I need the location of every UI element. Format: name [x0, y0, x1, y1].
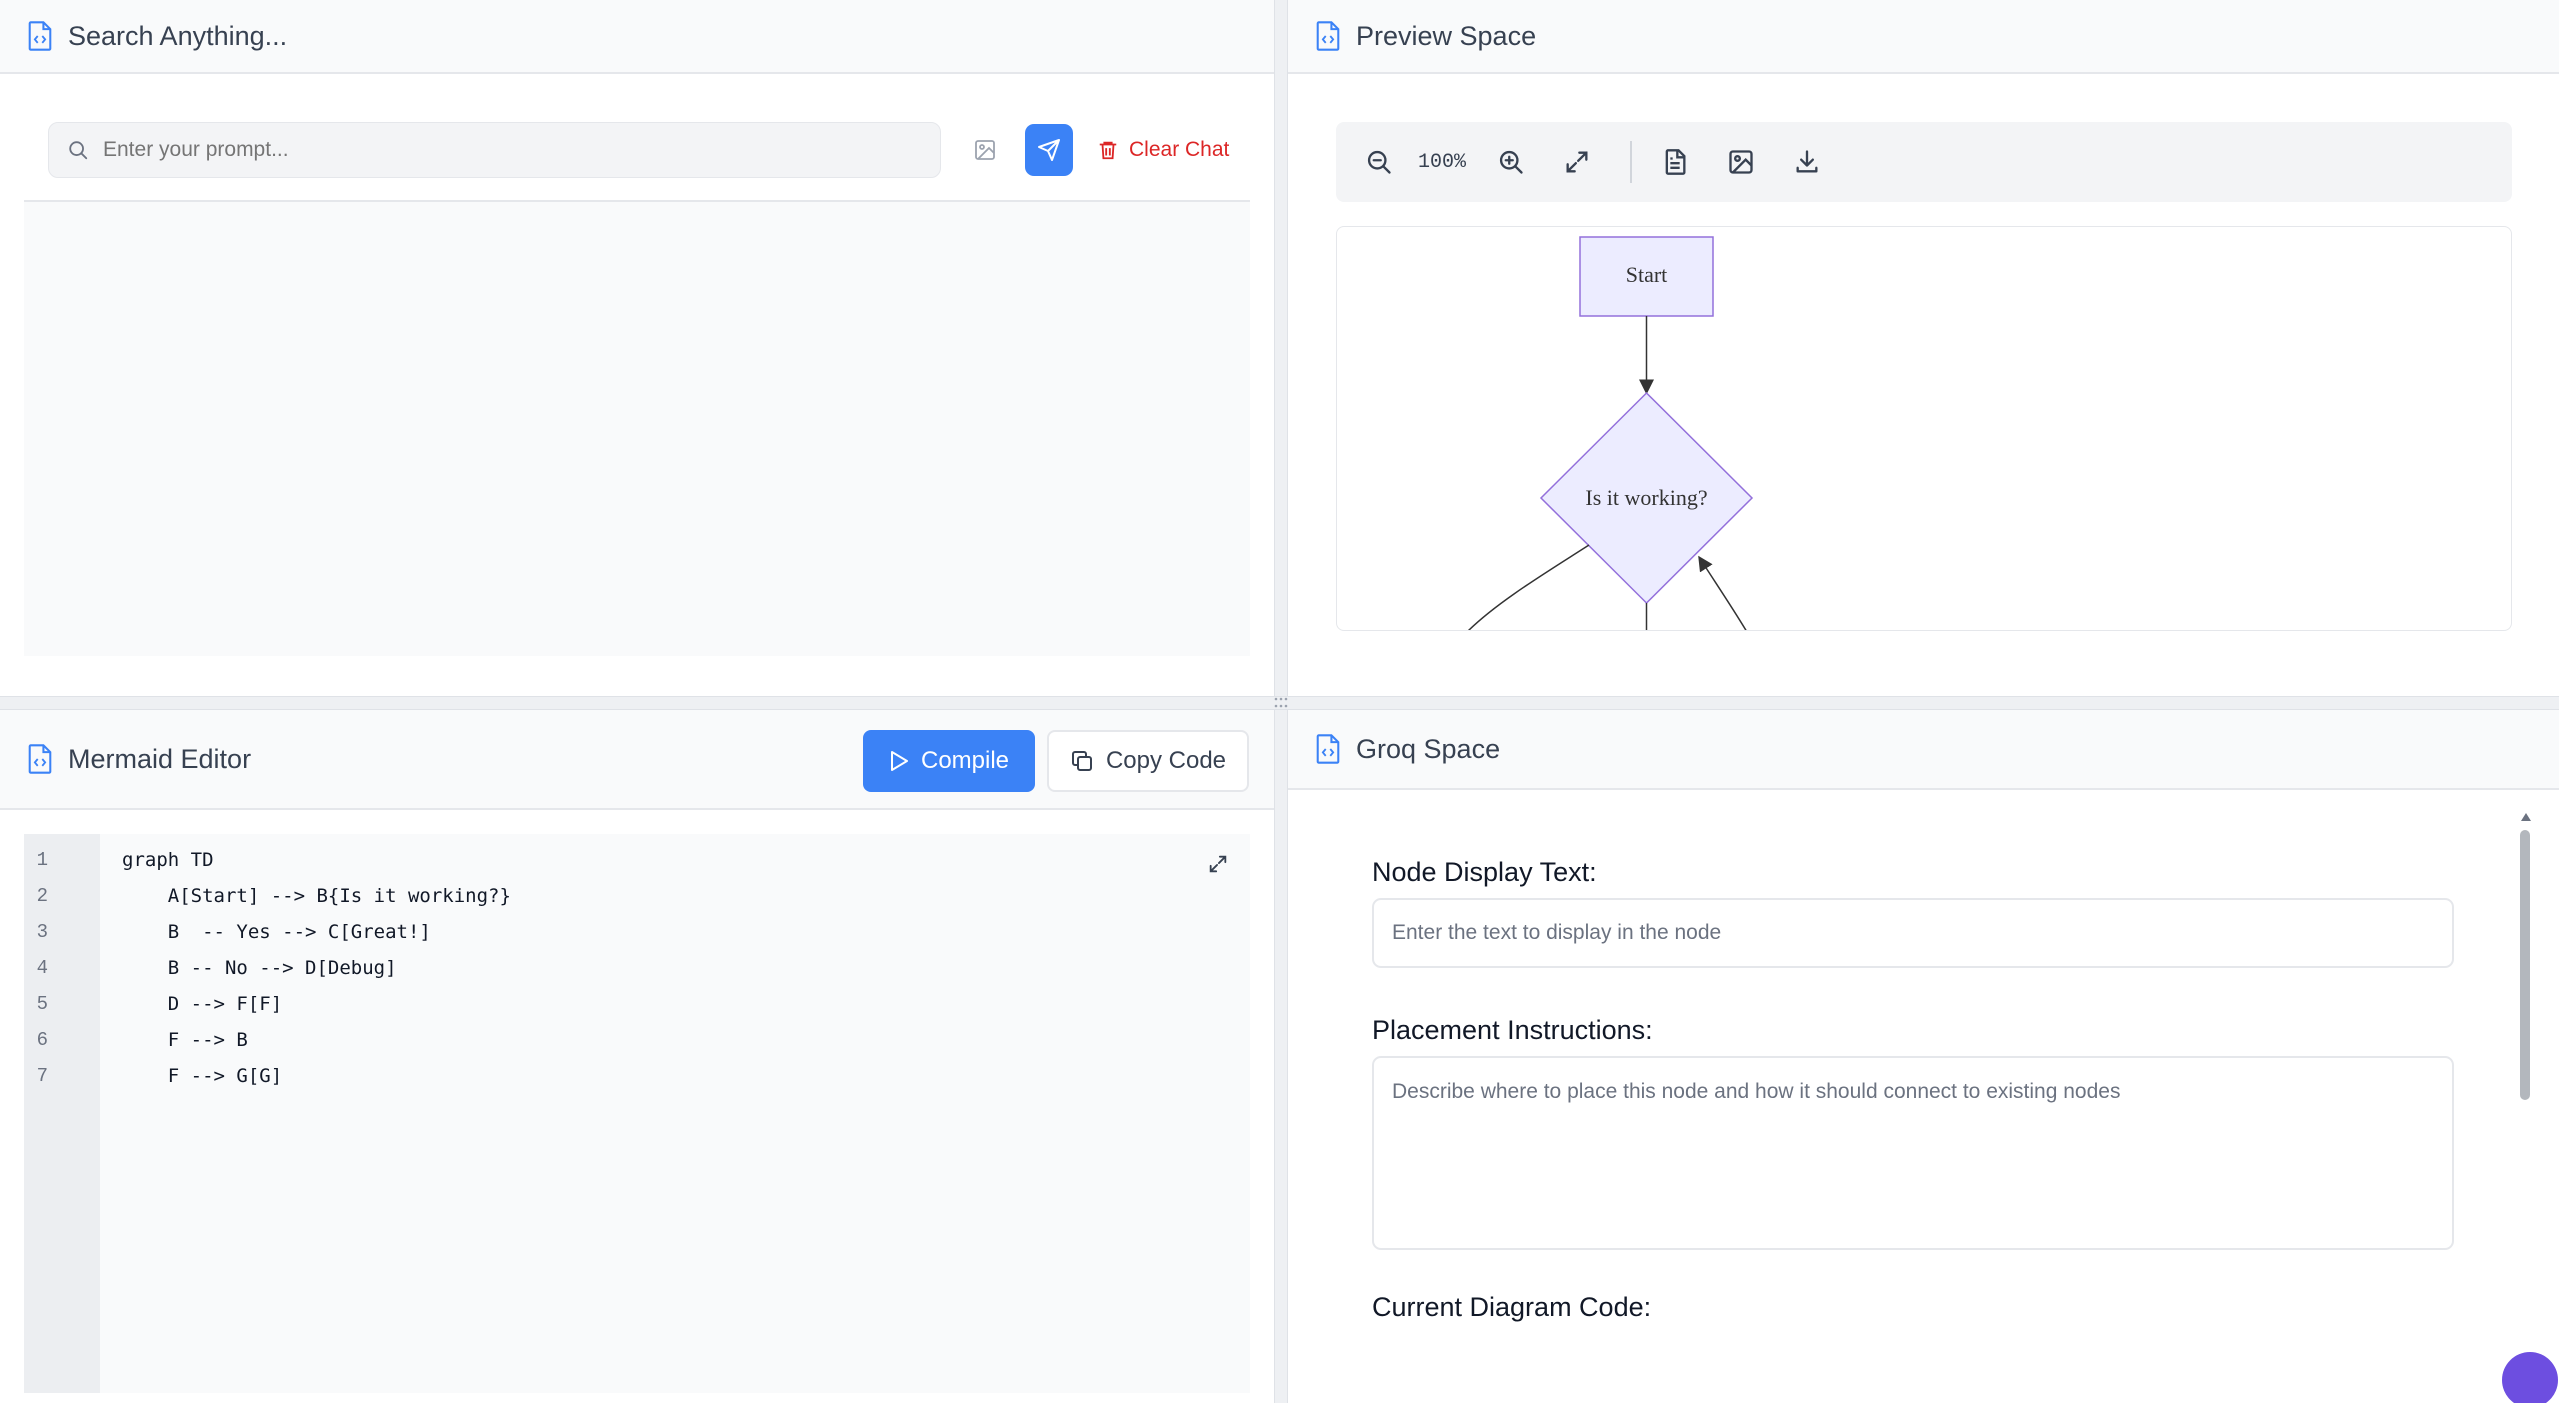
- code-line[interactable]: D --> F[F]: [122, 993, 283, 1015]
- mermaid-diagram: Start Is it working?: [1468, 236, 1754, 630]
- prompt-row: Clear Chat: [48, 122, 1248, 178]
- send-button[interactable]: [1025, 124, 1073, 176]
- current-code-label: Current Diagram Code:: [1372, 1292, 1652, 1322]
- send-icon: [1038, 139, 1060, 161]
- node-text-placeholder: Enter the text to display in the node: [1392, 921, 1722, 944]
- copy-code-button[interactable]: Copy Code: [1047, 730, 1249, 792]
- code-line[interactable]: F --> G[G]: [122, 1065, 283, 1087]
- search-pane-title: Search Anything...: [68, 20, 288, 51]
- copy-icon: [1071, 751, 1092, 771]
- export-png-button[interactable]: [1718, 139, 1764, 185]
- download-button[interactable]: [1784, 139, 1830, 185]
- clear-chat-button[interactable]: Clear Chat: [1097, 138, 1229, 162]
- line-number: 5: [36, 993, 48, 1015]
- zoom-level: 100%: [1418, 150, 1467, 174]
- edge-decision-no: [1468, 544, 1590, 630]
- compile-label: Compile: [920, 747, 1010, 774]
- zoom-out-button[interactable]: [1356, 139, 1402, 185]
- compile-button[interactable]: Compile: [863, 730, 1035, 792]
- preview-toolbar: 100%: [1336, 122, 2512, 202]
- expand-icon: [1209, 855, 1227, 873]
- clear-chat-label: Clear Chat: [1129, 138, 1230, 161]
- file-code-icon: [1316, 734, 1340, 764]
- placement-label: Placement Instructions:: [1372, 1015, 1653, 1045]
- copy-code-label: Copy Code: [1105, 747, 1227, 774]
- scroll-thumb[interactable]: [2520, 830, 2530, 1100]
- zoom-in-icon: [1499, 150, 1523, 174]
- groq-pane-title: Groq Space: [1356, 733, 1501, 764]
- code-line[interactable]: B -- Yes --> C[Great!]: [122, 921, 431, 943]
- export-svg-button[interactable]: [1652, 139, 1698, 185]
- code-content[interactable]: graph TD A[Start] --> B{Is it working?} …: [122, 834, 511, 1087]
- editor-pane-header: Mermaid Editor Compile Copy Code: [0, 710, 1274, 810]
- zoom-out-icon: [1367, 150, 1391, 174]
- code-editor[interactable]: 1 2 3 4 5 6 7 graph TD A[Start] --> B{Is it wo…: [24, 834, 1250, 1393]
- diagram-canvas[interactable]: Start Is it working?: [1336, 226, 2512, 631]
- code-line[interactable]: B -- No --> D[Debug]: [122, 957, 397, 979]
- node-text-label: Node Display Text:: [1372, 857, 1597, 887]
- image-icon: [975, 140, 995, 160]
- play-icon: [890, 751, 908, 771]
- groq-pane-header: Groq Space: [1288, 710, 2559, 790]
- line-number: 4: [36, 957, 48, 979]
- file-code-icon: [1316, 21, 1340, 51]
- fullscreen-button[interactable]: [1554, 139, 1600, 185]
- assistant-fab-button[interactable]: [2502, 1352, 2558, 1403]
- groq-scrollbar[interactable]: [2518, 812, 2531, 1392]
- editor-pane: Mermaid Editor Compile Copy Code 1 2 3 4 5 6 7…: [0, 710, 1274, 1403]
- search-pane: Search Anything... Clear Chat: [0, 0, 1274, 696]
- image-icon: [1729, 150, 1753, 174]
- node-text-input[interactable]: Enter the text to display in the node: [1372, 898, 2454, 968]
- zoom-in-button[interactable]: [1488, 139, 1534, 185]
- node-decision-label: Is it working?: [1585, 485, 1707, 510]
- groq-form: Node Display Text: Enter the text to dis…: [1288, 792, 2559, 1403]
- attach-image-button[interactable]: [965, 130, 1005, 170]
- code-line[interactable]: A[Start] --> B{Is it working?}: [122, 885, 511, 907]
- line-number: 3: [36, 921, 48, 943]
- placement-placeholder: Describe where to place this node and ho…: [1392, 1080, 2121, 1103]
- file-code-icon: [28, 21, 52, 51]
- code-line[interactable]: graph TD: [122, 849, 214, 871]
- chat-history: [24, 200, 1250, 656]
- placement-textarea[interactable]: Describe where to place this node and ho…: [1372, 1056, 2454, 1250]
- prompt-input[interactable]: [103, 138, 923, 162]
- search-icon: [69, 141, 88, 160]
- line-number: 2: [36, 885, 48, 907]
- node-start[interactable]: [1579, 236, 1714, 317]
- line-number: 1: [36, 849, 48, 871]
- line-number: 7: [36, 1065, 48, 1087]
- expand-editor-button[interactable]: [1200, 846, 1236, 882]
- editor-pane-title: Mermaid Editor: [68, 743, 252, 774]
- preview-pane-title: Preview Space: [1356, 20, 1537, 51]
- search-pane-header: Search Anything...: [0, 0, 1274, 74]
- download-icon: [1796, 150, 1818, 173]
- file-code-icon: [28, 744, 52, 774]
- preview-pane-header: Preview Space: [1288, 0, 2559, 74]
- trash-icon: [1099, 141, 1117, 160]
- maximize-icon: [1566, 151, 1588, 173]
- resize-grip-icon[interactable]: [1273, 696, 1289, 710]
- code-line[interactable]: F --> B: [122, 1029, 248, 1051]
- horizontal-resize-handle[interactable]: [0, 696, 2559, 710]
- node-start-label: Start: [1626, 262, 1668, 287]
- line-number: 6: [36, 1029, 48, 1051]
- preview-pane: Preview Space 100%: [1288, 0, 2559, 696]
- prompt-box[interactable]: [48, 122, 941, 178]
- document-icon: [1665, 149, 1686, 175]
- toolbar-separator: [1630, 141, 1633, 183]
- scroll-up-arrow-icon: [2521, 813, 2531, 821]
- groq-pane: Groq Space Node Display Text: Enter the …: [1288, 710, 2559, 1403]
- line-number-gutter: 1 2 3 4 5 6 7: [24, 834, 100, 1393]
- edge-loop-back: [1698, 555, 1747, 630]
